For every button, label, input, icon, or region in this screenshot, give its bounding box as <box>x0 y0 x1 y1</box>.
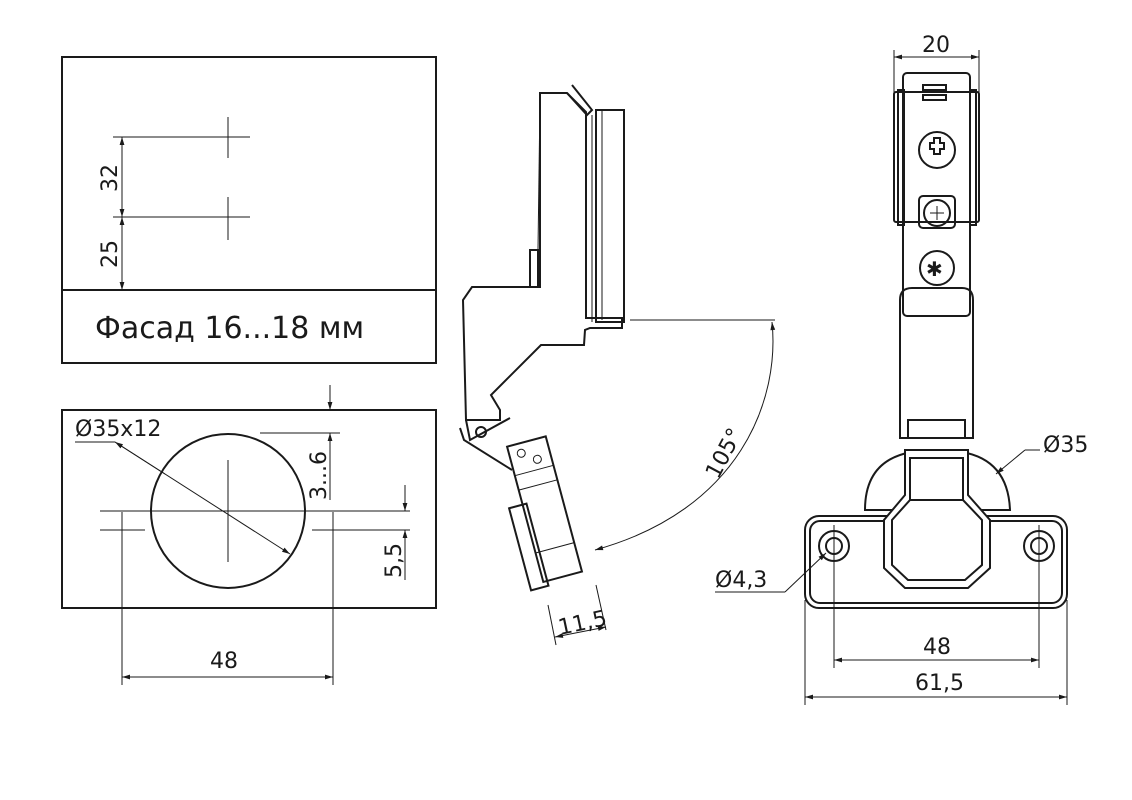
dim-screw-hole: Ø4,3 <box>715 568 767 593</box>
facade-panel: Фасад 16...18 мм 32 25 <box>61 56 437 364</box>
dim-3-6: 3...6 <box>307 451 332 500</box>
hinge-front-view: 20 ✱ 48 61,5 Ø35 <box>715 33 1088 705</box>
screw-star-icon: ✱ <box>926 257 943 281</box>
dim-cup-hole: Ø35x12 <box>75 417 161 442</box>
dim-cup-diameter: Ø35 <box>1043 433 1088 458</box>
dim-5-5: 5,5 <box>382 543 407 578</box>
dim-angle: 105° <box>701 424 748 483</box>
hinge-side-view: 105° 11,5 <box>459 84 776 646</box>
dim-48-left: 48 <box>210 649 238 674</box>
facade-label: Фасад 16...18 мм <box>95 311 364 346</box>
dim-25: 25 <box>98 240 123 268</box>
cup-hole-panel: 48 Ø35x12 3...6 5,5 <box>61 385 437 685</box>
dim-32: 32 <box>98 164 123 192</box>
dim-48-right: 48 <box>923 635 951 660</box>
dim-11-5: 11,5 <box>556 606 609 641</box>
dim-20: 20 <box>922 33 950 58</box>
dim-61-5: 61,5 <box>915 671 964 696</box>
